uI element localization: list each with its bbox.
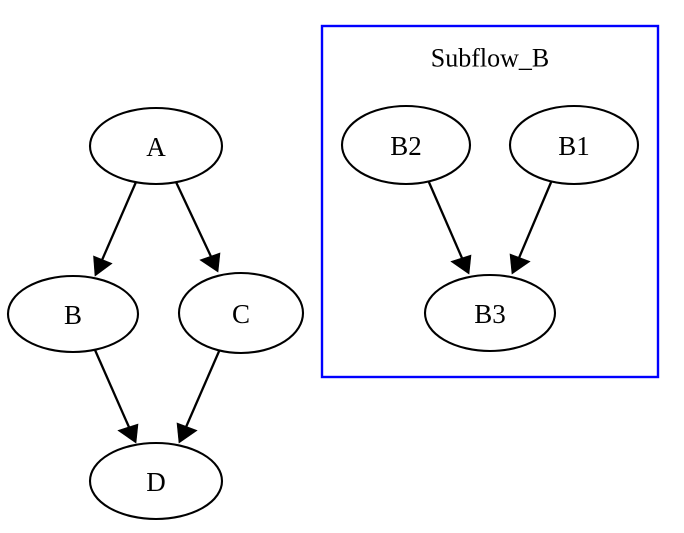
node-b2-ellipse — [340, 104, 472, 186]
node-b1-ellipse — [508, 104, 640, 186]
edge-c-to-d[interactable] — [176, 348, 222, 444]
node-b1[interactable]: B1 — [508, 104, 640, 186]
node-b-ellipse — [6, 274, 140, 354]
edge-b1-to-b3[interactable] — [509, 179, 554, 275]
node-b3-label: B3 — [474, 299, 506, 329]
edge-a-to-b[interactable] — [93, 181, 138, 277]
edge-b2-to-b3[interactable] — [426, 179, 472, 275]
node-d-ellipse — [88, 441, 224, 521]
node-b3-ellipse — [423, 273, 557, 353]
node-d[interactable]: D — [88, 441, 224, 521]
node-b3[interactable]: B3 — [423, 273, 557, 353]
node-b1-label: B1 — [558, 131, 590, 161]
arrowhead-a-b — [93, 255, 113, 277]
arrowhead-b-d — [117, 423, 139, 444]
edge-line-b-d — [93, 349, 134, 435]
node-a-ellipse — [88, 106, 224, 186]
arrowhead-a-c — [199, 252, 221, 273]
edge-line-b1-b3 — [514, 179, 554, 266]
edge-a-to-c[interactable] — [174, 181, 221, 273]
node-c-label: C — [232, 299, 250, 329]
node-b-label: B — [64, 300, 82, 330]
edge-b-to-d[interactable] — [93, 349, 139, 444]
node-a[interactable]: A — [88, 106, 224, 186]
cluster-subflow-b[interactable]: Subflow_B — [320, 24, 660, 379]
arrowhead-c-d — [176, 422, 198, 444]
edge-line-b2-b3 — [426, 179, 467, 266]
node-a-label: A — [146, 132, 166, 162]
node-b2[interactable]: B2 — [340, 104, 472, 186]
node-d-label: D — [146, 467, 166, 497]
node-c[interactable]: C — [177, 271, 305, 355]
node-c-ellipse — [177, 271, 305, 355]
node-b2-label: B2 — [390, 131, 422, 161]
cluster-label-subflow-b: Subflow_B — [431, 44, 549, 73]
edge-line-a-b — [97, 181, 138, 268]
arrowhead-b1-b3 — [509, 253, 531, 275]
arrowhead-b2-b3 — [450, 254, 472, 275]
edge-line-c-d — [181, 348, 222, 435]
edge-line-a-c — [174, 181, 216, 264]
cluster-border-rect — [320, 24, 660, 379]
node-b[interactable]: B — [6, 274, 140, 354]
